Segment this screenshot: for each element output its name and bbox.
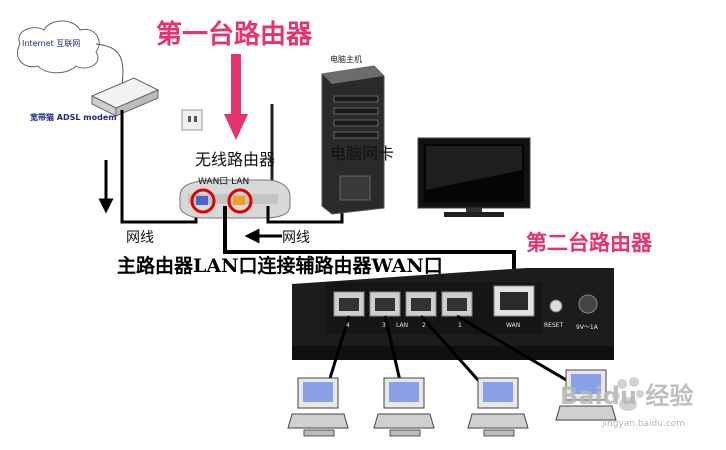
internet-cloud xyxy=(16,20,100,74)
nic-label: 电脑网卡 xyxy=(330,144,395,163)
secondary-router-icon xyxy=(292,268,614,360)
title-second-router: 第二台路由器 xyxy=(526,230,652,255)
pink-down-arrow xyxy=(224,54,248,140)
internet-label: Internet 互联网 xyxy=(22,39,81,48)
port-label-reset: RESET xyxy=(544,322,564,329)
watermark: Baidu 经验 xyxy=(560,382,694,410)
wireless-router-icon xyxy=(179,179,291,219)
baidu-paw-icon xyxy=(612,377,644,411)
pc-tower-icon xyxy=(321,65,385,215)
cable-label-right: 网线 xyxy=(282,230,310,246)
pc-icon-2 xyxy=(373,377,435,437)
adsl-modem-icon xyxy=(90,77,160,117)
reset-button xyxy=(549,299,563,313)
modem-label: 宽带猫 ADSL modem xyxy=(30,113,117,122)
port-label-4: 4 xyxy=(346,322,350,329)
diagram-caption: 主路由器LAN口连接辅路由器WAN口 xyxy=(117,255,443,277)
cable-label-left: 网线 xyxy=(126,230,154,246)
lan-port-3 xyxy=(369,291,401,317)
port-label-wan: WAN xyxy=(506,322,521,329)
wan-lan-label: WAN口 LAN xyxy=(198,177,250,187)
pc-icon-1 xyxy=(287,377,349,437)
cloud-modem-line xyxy=(95,43,124,85)
port-label-power: 9V～1A xyxy=(576,324,598,331)
lan-port-4 xyxy=(333,291,365,317)
wan-port xyxy=(493,285,535,317)
port-label-lan: LAN xyxy=(396,322,409,329)
watermark-url: jingyan.baidu.com xyxy=(602,419,686,429)
monitor-icon xyxy=(417,137,531,217)
power-socket-icon xyxy=(181,109,203,131)
power-jack xyxy=(578,294,598,314)
port-label-3: 3 xyxy=(382,322,386,329)
title-first-router: 第一台路由器 xyxy=(156,20,313,50)
port-label-2: 2 xyxy=(422,322,426,329)
cable-pc4 xyxy=(456,314,581,390)
wireless-router-label: 无线路由器 xyxy=(195,150,276,169)
lan-port-1 xyxy=(441,291,473,317)
pc-icon-3 xyxy=(467,377,529,437)
pc-icon-4 xyxy=(555,369,617,421)
port-label-1: 1 xyxy=(458,322,462,329)
pc-host-label: 电脑主机 xyxy=(330,55,362,64)
lan-port-2 xyxy=(405,291,437,317)
